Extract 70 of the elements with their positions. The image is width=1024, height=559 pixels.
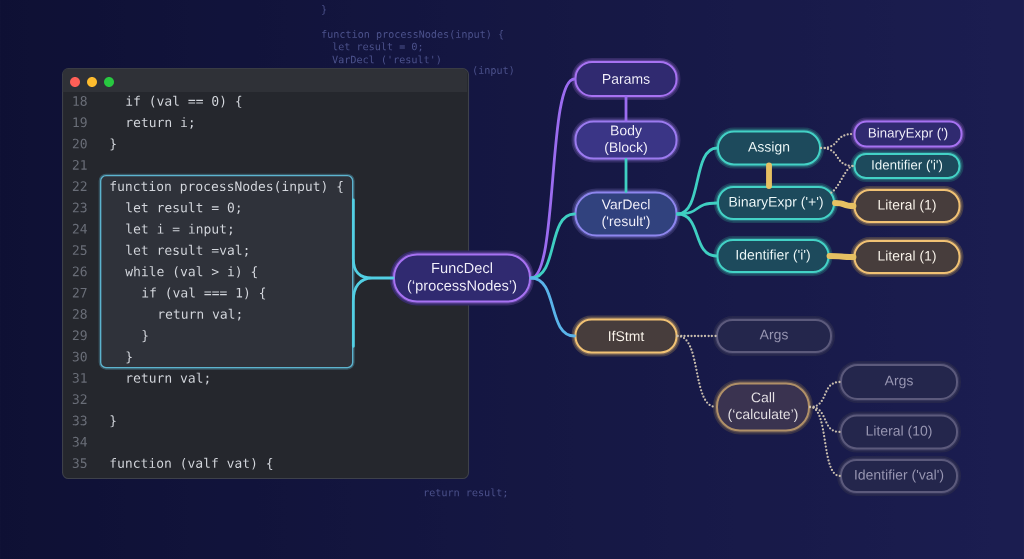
code-line: return val; [159, 308, 241, 321]
code-line: return val; [127, 372, 209, 385]
line-number: 19 [73, 117, 87, 128]
code-line: function (valf vat) { [110, 457, 273, 470]
line-number: 24 [72, 223, 87, 234]
code-line: if (val == 0) { [126, 95, 242, 108]
line-number: 35 [72, 458, 87, 468]
tree-node: FuncDecl (‘processNodes’) [390, 250, 534, 306]
code-line: } [110, 415, 116, 428]
tree-node: Args [837, 361, 961, 403]
connector [529, 276, 576, 338]
code-line: function processNodes(input) { [110, 181, 343, 194]
connector [826, 253, 857, 260]
code-line: let result =val; [126, 244, 248, 257]
dotted-connector [819, 146, 855, 168]
tree-node: Args [713, 316, 835, 356]
tree-node: BinaryExpr ('+') [714, 183, 838, 223]
line-number: 22 [72, 181, 87, 191]
line-number: 29 [72, 330, 87, 341]
line-number: 21 [72, 159, 87, 170]
code-line: let result = 0; [126, 202, 240, 215]
connector [529, 212, 576, 280]
code-line: let i = input; [126, 223, 232, 237]
line-number: 32 [72, 394, 87, 405]
tree-node: Literal (1) [850, 237, 964, 277]
code-line: return i; [127, 117, 193, 129]
dotted-connector [830, 164, 855, 194]
connector [676, 146, 719, 216]
background-code: return result; [424, 488, 507, 498]
tree-node: VarDecl ('result') [571, 188, 681, 240]
tree-node: Literal (10) [837, 411, 961, 453]
dotted-connector [808, 405, 842, 478]
tree-node: Body (Block) [571, 117, 681, 163]
tree-node: Identifier ('i') [850, 150, 964, 182]
connector [676, 212, 718, 258]
connector [624, 95, 628, 122]
code-line: } [110, 138, 116, 151]
line-number: 30 [72, 351, 87, 362]
connector [351, 198, 395, 348]
code-line: if (val === 1) { [142, 287, 266, 300]
tree-node: Literal (1) [850, 186, 964, 226]
line-number: 31 [72, 372, 87, 383]
tree-node: IfStmt [571, 315, 681, 357]
tree-node: Assign [714, 127, 824, 169]
line-number: 27 [72, 287, 87, 298]
line-number: 18 [73, 96, 87, 106]
line-number: 23 [72, 202, 87, 213]
code-line: while (val > i) { [125, 266, 257, 279]
background-code: let result = 0; [332, 42, 422, 52]
connector [766, 162, 772, 189]
tree-node: BinaryExpr (') [850, 117, 966, 151]
background-code: VarDecl ('result') [332, 55, 440, 65]
line-number: 34 [72, 436, 87, 447]
connector [624, 158, 628, 193]
line-number: 28 [72, 309, 87, 319]
line-number: 33 [72, 415, 87, 426]
connector [529, 77, 576, 280]
background-code: (input) [474, 66, 513, 76]
background-code: } [322, 5, 327, 15]
connector [832, 200, 857, 209]
tree-node: Identifier ('val') [837, 456, 961, 496]
line-number: 25 [72, 245, 87, 255]
code-line: } [126, 351, 132, 364]
line-number: 20 [72, 138, 87, 149]
tree-node: Call (‘calculate’) [713, 379, 813, 435]
background-code: function processNodes(input) { [322, 30, 503, 40]
tree-node: Identifier ('i') [713, 236, 833, 276]
line-number: 26 [72, 266, 87, 277]
tree-node: Params [571, 58, 681, 100]
code-line: } [142, 330, 148, 343]
